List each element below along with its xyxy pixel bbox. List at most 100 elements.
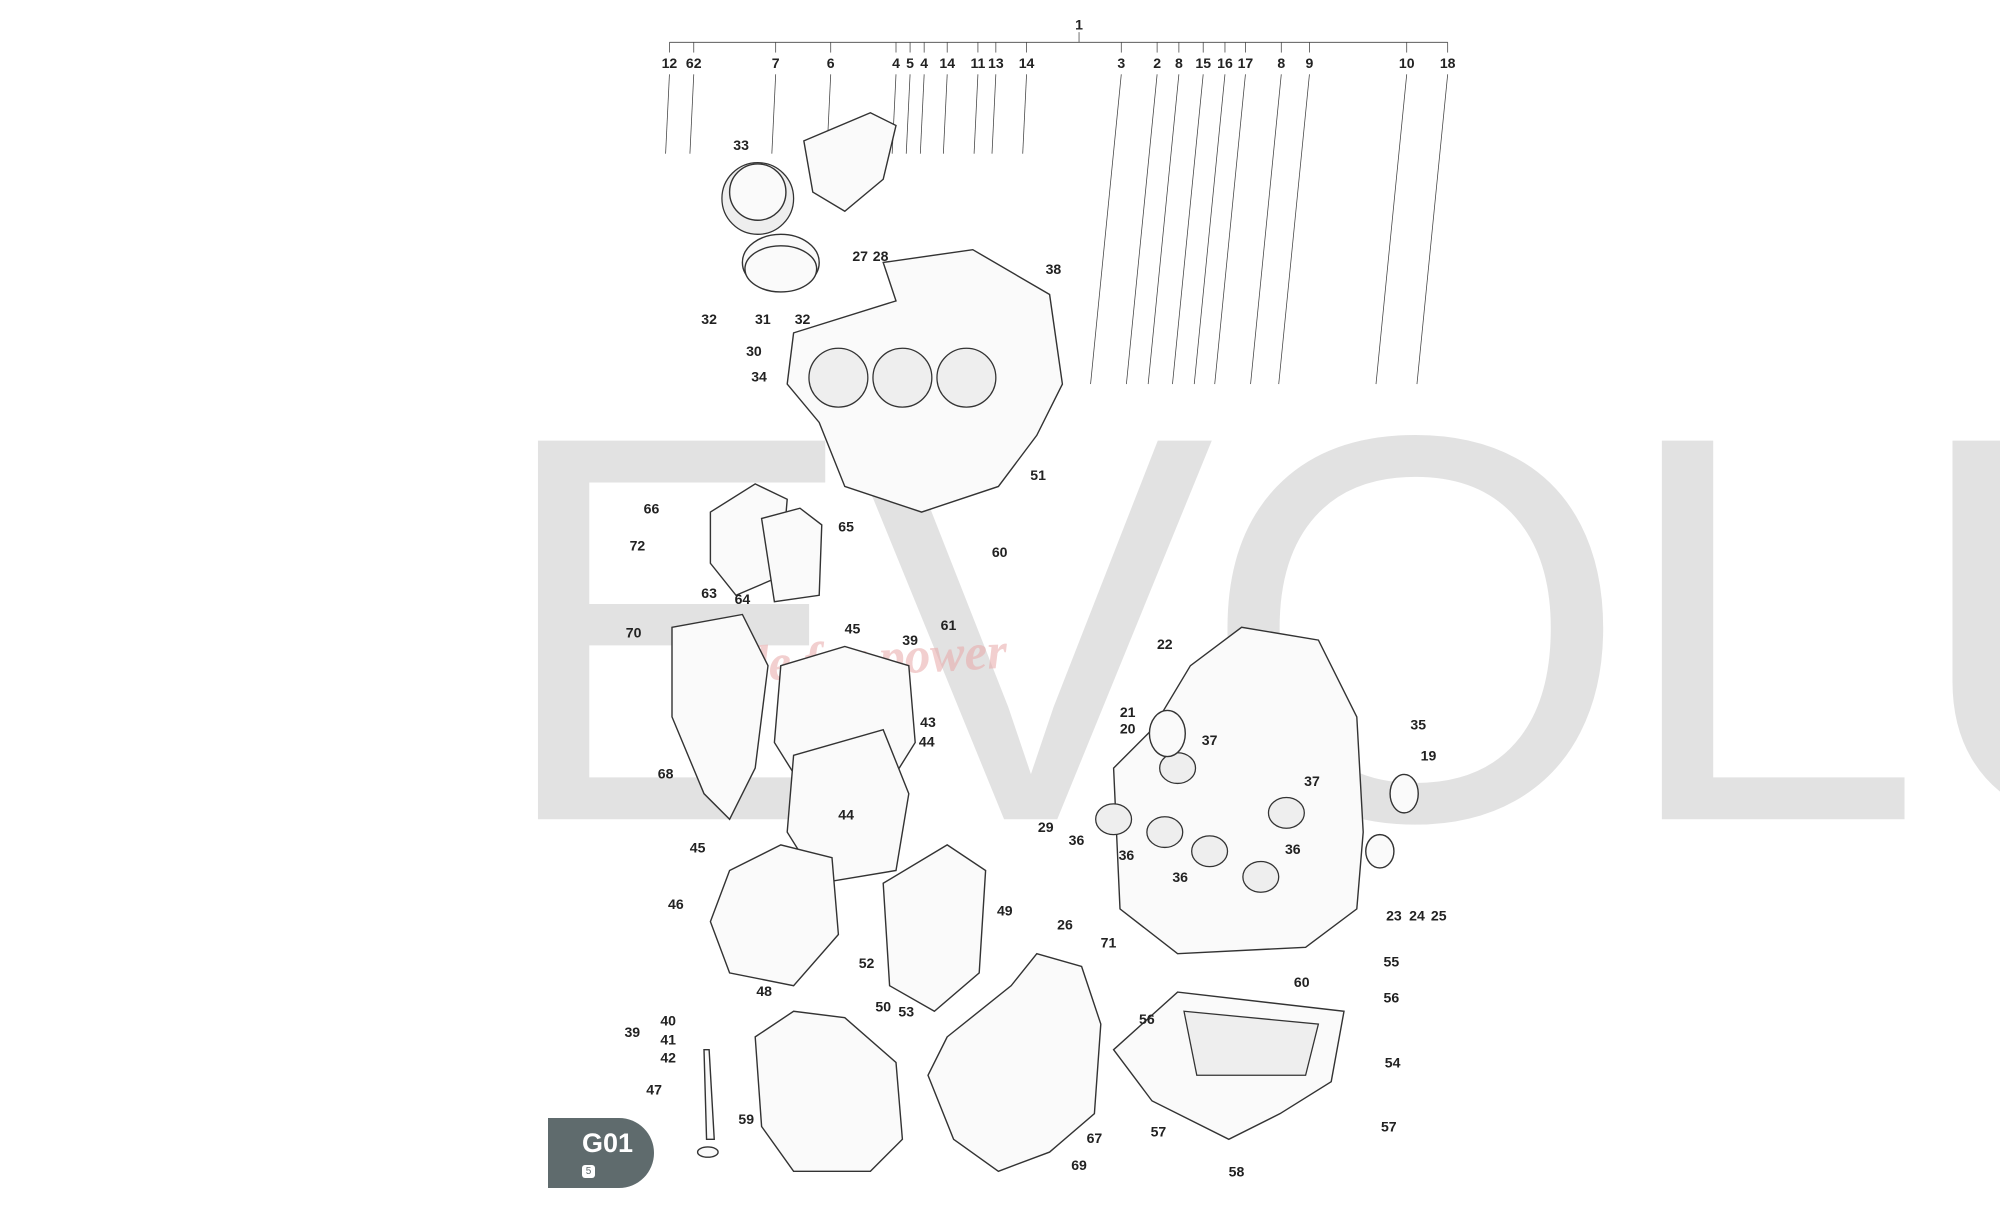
part-callout: 56 [1384,989,1400,1005]
generator-cover [671,613,769,821]
leader-lines [665,42,1449,385]
header-callout: 16 [1217,55,1233,71]
part-callout: 55 [1384,953,1400,969]
header-callout: 3 [1117,55,1125,71]
part-callout: 23 [1386,907,1402,923]
header-callout: 14 [1019,55,1035,71]
part-callout: 45 [690,840,706,856]
part-callout: 19 [1421,747,1437,763]
part-callout: 59 [738,1111,754,1127]
part-callout: 72 [630,537,646,553]
header-callout: 18 [1440,55,1456,71]
part-callout: 69 [1071,1157,1087,1173]
part-callout: 53 [898,1003,914,1019]
header-callout: 11 [970,55,985,71]
header-callout: 4 [892,55,900,71]
crankcase [1095,626,1419,955]
header-callout: 13 [988,55,1004,71]
part-callout: 46 [668,896,684,912]
part-callout: 68 [658,765,674,781]
header-callout: 62 [686,55,702,71]
part-callout: 36 [1172,869,1188,885]
cylinder-head-cover [721,111,897,293]
header-callout: 17 [1238,55,1254,71]
part-callout: 28 [873,248,889,264]
part-callout: 29 [1038,819,1054,835]
part-callout: 50 [875,998,891,1014]
part-callout: 24 [1409,907,1425,923]
part-callout: 44 [838,806,854,822]
part-callout: 52 [859,955,875,971]
part-callout: 32 [795,311,811,327]
part-callout: 56 [1139,1011,1155,1027]
part-callout: 57 [1381,1119,1397,1135]
header-callout: 8 [1277,55,1285,71]
part-callout: 48 [756,983,772,999]
header-callout: 7 [772,55,780,71]
header-callout: 6 [827,55,835,71]
header-callout: 5 [906,55,914,71]
part-callout: 38 [1046,261,1062,277]
part-callout: 47 [646,1081,662,1097]
part-callout: 42 [660,1049,676,1065]
header-callout: 12 [662,55,678,71]
part-callout: 34 [751,369,767,385]
part-callout: 60 [992,544,1008,560]
complete-engine [754,1010,904,1172]
cylinder-block [786,248,1064,513]
part-callout: 49 [997,902,1013,918]
header-callout: 8 [1175,55,1183,71]
cam-chain-covers [709,483,823,603]
part-callout: 22 [1157,636,1173,652]
header-callout: 10 [1399,55,1415,71]
part-callout: 37 [1304,773,1320,789]
part-callout: 31 [755,311,771,327]
header-callout: 15 [1195,55,1211,71]
header-callout: 4 [920,55,928,71]
part-callout: 33 [733,137,749,153]
part-callout: 60 [1294,974,1310,990]
part-callout: 67 [1087,1130,1103,1146]
header-callout: 14 [939,55,955,71]
oil-dipstick [696,1048,719,1158]
part-callout: 45 [845,621,861,637]
part-callout: 54 [1385,1055,1401,1071]
part-callout: 32 [701,311,717,327]
part-callout: 36 [1285,841,1301,857]
part-callout: 36 [1119,847,1135,863]
oil-pan [1112,991,1345,1141]
part-callout: 35 [1410,717,1426,733]
part-callout: 66 [644,500,660,516]
part-callout: 20 [1120,721,1136,737]
part-callout: 57 [1151,1124,1167,1140]
clutch-cover [709,645,916,987]
part-callout: 51 [1030,467,1046,483]
part-callout: 41 [660,1032,676,1048]
ignition-cover [882,844,987,1013]
assembly-bracket [669,32,1448,43]
part-callout: 64 [735,591,751,607]
crankcase-right-cover [927,952,1102,1173]
part-callout: 63 [701,585,717,601]
part-callout: 70 [626,625,642,641]
page-number: 5 [582,1165,595,1178]
part-callout: 61 [941,617,957,633]
part-callout: 44 [919,733,935,749]
part-callout: 39 [624,1024,640,1040]
part-callout: 71 [1101,934,1117,950]
group-code: G01 [582,1128,634,1158]
part-callout: 27 [852,248,868,264]
header-callout: 2 [1153,55,1161,71]
header-callout: 9 [1306,55,1314,71]
part-callout: 26 [1057,916,1073,932]
part-callout: 40 [660,1012,676,1028]
part-callout: 30 [746,343,762,359]
part-callout: 58 [1229,1163,1245,1179]
part-callout: 39 [902,632,918,648]
part-callout: 21 [1120,704,1136,720]
part-callout: 43 [920,714,936,730]
part-callout: 37 [1202,732,1218,748]
callout-assembly: 1 [1075,17,1083,33]
